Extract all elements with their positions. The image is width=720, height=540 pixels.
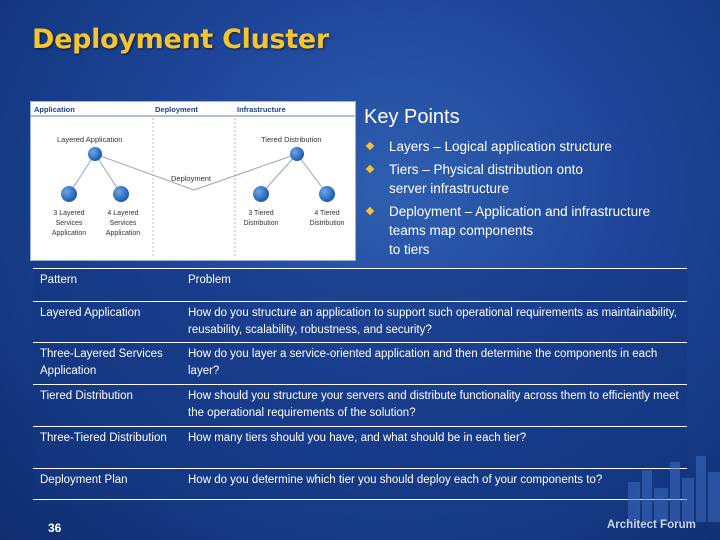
diamond-bullet-icon xyxy=(365,206,375,216)
node-3-tiered xyxy=(253,186,269,202)
diagram-header-bar xyxy=(31,102,355,116)
label-deployment: Deployment xyxy=(171,174,212,183)
header-infrastructure: Infrastructure xyxy=(237,105,286,114)
column-header-problem: Problem xyxy=(188,274,231,286)
label-4-layered-line2: Services xyxy=(110,220,137,227)
label-4-layered-line1: 4 Layered xyxy=(107,210,138,217)
pattern-cell: Layered Application xyxy=(40,307,141,319)
slide-title: Deployment Cluster xyxy=(32,24,329,55)
table-row: Deployment Plan How do you determine whi… xyxy=(33,469,687,500)
skyline-watermark xyxy=(628,456,720,522)
page-number: 36 xyxy=(48,521,62,535)
problem-cell: How do you structure an application to s… xyxy=(188,307,677,336)
node-4-tiered xyxy=(319,186,335,202)
edge-deploy-left xyxy=(94,153,195,191)
edge-deploy-right xyxy=(193,153,298,191)
node-4-layered xyxy=(113,186,129,202)
key-points-title: Key Points xyxy=(364,106,460,128)
table-row: Three-Tiered Distribution How many tiers… xyxy=(33,427,687,469)
node-tiered-distribution xyxy=(290,147,304,161)
header-application: Application xyxy=(34,105,75,114)
label-3-layered-line1: 3 Layered xyxy=(53,210,84,217)
pattern-cell: Tiered Distribution xyxy=(40,390,133,402)
table-row: Layered Application How do you structure… xyxy=(33,302,687,343)
key-point-item: Layers – Logical application structure xyxy=(365,137,707,156)
label-layered-application: Layered Application xyxy=(57,135,122,144)
problem-cell: How many tiers should you have, and what… xyxy=(188,432,527,444)
pattern-cell: Three-Tiered Distribution xyxy=(40,432,167,444)
label-4-tiered-line1: 4 Tiered xyxy=(314,210,339,217)
table-header-row: Pattern Problem xyxy=(33,268,687,302)
problem-cell: How should you structure your servers an… xyxy=(188,390,679,419)
key-point-text: to tiers xyxy=(389,242,430,257)
key-point-text: Layers – Logical application structure xyxy=(389,139,612,154)
label-3-layered-line3: Application xyxy=(52,230,86,237)
header-deployment: Deployment xyxy=(155,105,198,114)
key-point-item: Deployment – Application and infrastruct… xyxy=(365,202,707,259)
column-header-pattern: Pattern xyxy=(40,274,78,286)
key-points-list: Layers – Logical application structure T… xyxy=(365,137,707,263)
problem-cell: How do you determine which tier you shou… xyxy=(188,474,603,486)
problem-cell: How do you layer a service-oriented appl… xyxy=(188,348,658,377)
diamond-bullet-icon xyxy=(365,164,375,174)
edge-right-a xyxy=(260,153,298,195)
key-point-text: teams map components xyxy=(389,223,534,238)
key-point-item: Tiers – Physical distribution onto serve… xyxy=(365,160,707,198)
label-3-tiered-line2: Distribution xyxy=(243,220,278,227)
pattern-cell: Deployment Plan xyxy=(40,474,128,486)
edge-right-b xyxy=(296,153,328,195)
diagram-svg: Application Deployment Infrastructure La… xyxy=(31,102,355,258)
pattern-cell: Three-Layered Services Application xyxy=(40,348,163,377)
label-3-layered-line2: Services xyxy=(56,220,83,227)
key-point-text: Deployment – Application and infrastruct… xyxy=(389,204,651,219)
label-tiered-distribution: Tiered Distribution xyxy=(261,135,322,144)
diamond-bullet-icon xyxy=(365,141,375,151)
footer-brand: Architect Forum xyxy=(607,519,696,531)
label-4-tiered-line2: Distribution xyxy=(309,220,344,227)
label-4-layered-line3: Application xyxy=(106,230,140,237)
key-point-text: Tiers – Physical distribution onto xyxy=(389,162,583,177)
pattern-table: Pattern Problem Layered Application How … xyxy=(33,268,687,500)
node-3-layered xyxy=(61,186,77,202)
label-3-tiered-line1: 3 Tiered xyxy=(248,210,273,217)
deployment-diagram: Application Deployment Infrastructure La… xyxy=(30,101,356,261)
table-row: Three-Layered Services Application How d… xyxy=(33,343,687,385)
key-point-text: server infrastructure xyxy=(389,181,510,196)
table-row: Tiered Distribution How should you struc… xyxy=(33,385,687,427)
node-layered-application xyxy=(88,147,102,161)
